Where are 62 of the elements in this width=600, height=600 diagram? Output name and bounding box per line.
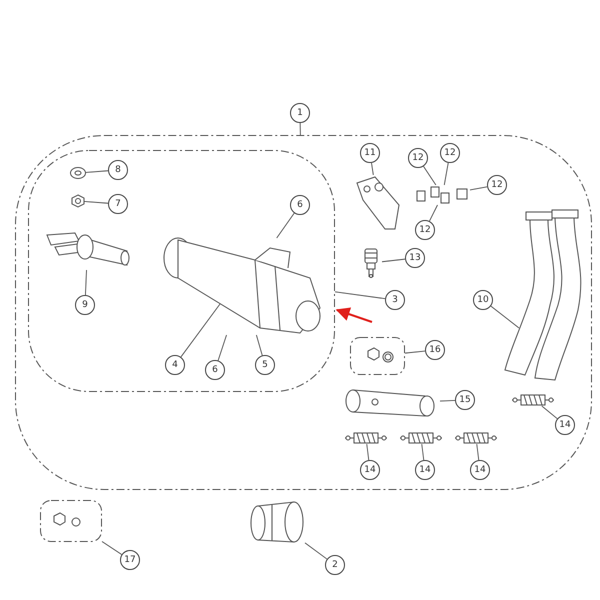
leader-line [366, 444, 370, 461]
leader-line [84, 270, 87, 296]
bolts-drawing [415, 185, 470, 205]
callout-number: 13 [405, 248, 425, 268]
nut-drawing [72, 195, 84, 207]
bracket-drawing [355, 175, 400, 230]
leader-line [84, 201, 108, 204]
callout-number: 17 [120, 550, 140, 570]
washer-drawing [70, 167, 86, 179]
dashed-group-outline [28, 150, 335, 392]
dashed-group-outline [15, 135, 592, 490]
dashed-group-outline [40, 500, 102, 542]
spring-drawing [400, 432, 442, 444]
arrow [336, 307, 372, 323]
callout-number: 3 [385, 290, 405, 310]
leader-line [382, 258, 406, 262]
callout-number: 12 [415, 220, 435, 240]
callout-number: 6 [290, 195, 310, 215]
callout-number: 14 [555, 415, 575, 435]
callout-number: 12 [487, 175, 507, 195]
callout-number: 10 [473, 290, 493, 310]
leader-line [421, 444, 424, 461]
leader-line [541, 406, 558, 420]
dashed-group-outline [350, 337, 405, 375]
callout-number: 12 [440, 143, 460, 163]
spring-drawing [345, 432, 387, 444]
callout-number: 4 [165, 355, 185, 375]
callout-number: 16 [425, 340, 445, 360]
leader-line [256, 334, 263, 356]
callout-number: 14 [470, 460, 490, 480]
leader-line [102, 541, 122, 555]
leader-line [371, 162, 374, 176]
leader-line [86, 170, 108, 173]
callout-number: 1 [290, 103, 310, 123]
callout-number: 14 [360, 460, 380, 480]
callout-number: 6 [205, 360, 225, 380]
leader-line [470, 186, 488, 190]
leader-line [218, 334, 227, 361]
callout-number: 8 [108, 160, 128, 180]
callout-number: 9 [75, 295, 95, 315]
leader-line [334, 291, 386, 300]
callout-number: 5 [255, 355, 275, 375]
leader-line [444, 162, 449, 186]
leader-line [476, 444, 480, 461]
leader-line [300, 122, 301, 136]
callout-number: 2 [325, 555, 345, 575]
callout-number: 15 [455, 390, 475, 410]
spring-drawing [455, 432, 497, 444]
sleeve-drawing [250, 500, 305, 545]
leader-line [490, 306, 520, 328]
leader-line [429, 204, 438, 222]
callout-number: 14 [415, 460, 435, 480]
leader-line [180, 304, 220, 358]
leader-line [404, 350, 426, 354]
leader-line [440, 400, 456, 402]
callout-number: 7 [108, 194, 128, 214]
callout-number: 11 [360, 143, 380, 163]
leader-line [423, 166, 436, 186]
callout-number: 12 [408, 148, 428, 168]
leader-line [304, 542, 328, 560]
leader-line [276, 212, 295, 238]
spring-drawing [512, 394, 557, 406]
